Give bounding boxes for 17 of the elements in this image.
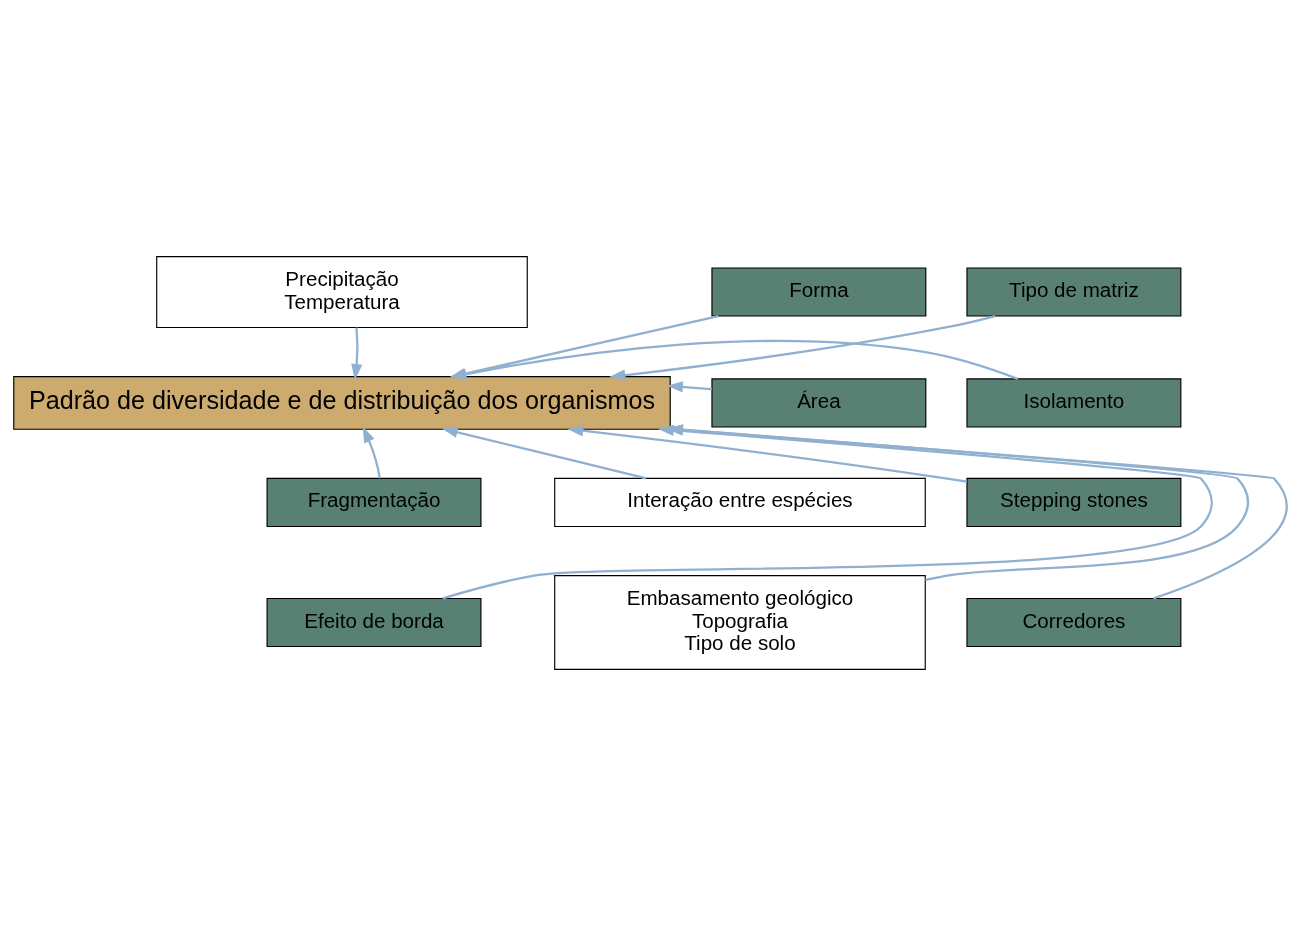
node-box: Interação entre espécies (554, 477, 926, 528)
arrow (351, 327, 363, 381)
arrow (441, 426, 647, 480)
node-box: Stepping stones (966, 477, 1182, 528)
node-box: Área (711, 378, 927, 428)
node-box: Forma (711, 267, 927, 317)
node-box: Corredores (966, 597, 1182, 648)
arrow (362, 426, 381, 479)
node-box: Embasamento geológico Topografia Tipo de solo (554, 575, 926, 670)
node-box: Isolamento (966, 378, 1182, 428)
node-box: Precipitação Temperatura (156, 256, 528, 329)
node-box: Padrão de diversidade e de distribuição dos organismos (13, 376, 671, 430)
node-box: Efeito de borda (266, 597, 482, 648)
arrow (609, 314, 996, 381)
node-box: Tipo de matriz (966, 267, 1182, 317)
node-box: Fragmentação (266, 477, 482, 528)
arrow (666, 381, 712, 393)
